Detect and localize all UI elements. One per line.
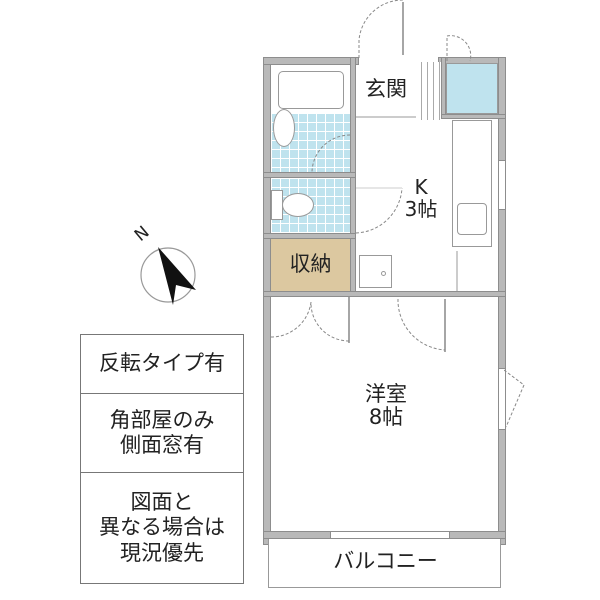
fridge-space <box>456 251 498 291</box>
north-arrow-icon <box>140 247 196 305</box>
note-corner-room-window: 角部屋のみ 側面窓有 <box>80 393 244 473</box>
wall-toilet-storage <box>263 233 356 239</box>
note-reversible-type: 反転タイプ有 <box>80 334 244 394</box>
side-window <box>498 368 506 430</box>
storage-label: 収納 <box>289 252 332 276</box>
wall-kitchen-western <box>263 291 506 297</box>
entrance-label: 玄関 <box>365 77 407 101</box>
side-window-swing <box>504 369 525 428</box>
bathtub <box>278 71 344 109</box>
western-room: 洋室 8帖 <box>271 297 498 531</box>
toilet <box>271 178 350 233</box>
wall-right <box>498 57 506 545</box>
kitchen-counter <box>452 120 492 247</box>
bathroom <box>271 65 350 172</box>
storage-door-swing <box>271 297 350 343</box>
wall-laundry-bottom <box>441 114 506 119</box>
wall-left <box>263 57 271 545</box>
balcony: バルコニー <box>268 539 501 588</box>
compass: N <box>128 222 198 305</box>
wall-bath-toilet <box>263 172 356 178</box>
toilet-door-swing <box>356 187 403 234</box>
bathroom-door-swing <box>311 134 350 172</box>
drain-icon <box>381 271 386 276</box>
western-room-label: 洋室 8帖 <box>365 382 407 430</box>
entrance: 玄関 <box>356 62 416 118</box>
note-actual-condition-priority: 図面と 異なる場合は 現況優先 <box>80 472 244 584</box>
kitchen: K 3帖 <box>356 120 498 291</box>
laundry-area <box>446 63 498 114</box>
balcony-window <box>330 531 450 539</box>
kitchen-sink <box>457 203 487 235</box>
kitchen-window <box>498 160 506 210</box>
shoe-rack <box>416 62 441 120</box>
entrance-door-swing <box>358 0 404 58</box>
wall-top-left <box>263 57 359 65</box>
toilet-bowl <box>282 193 314 217</box>
storage-closet: 収納 <box>271 239 350 291</box>
laundry-door-swing <box>446 35 472 62</box>
washing-machine-pan <box>359 255 392 288</box>
washbasin <box>273 109 295 147</box>
room-door-swing <box>397 298 446 352</box>
balcony-label: バルコニー <box>333 549 438 573</box>
kitchen-label: K 3帖 <box>404 175 438 221</box>
